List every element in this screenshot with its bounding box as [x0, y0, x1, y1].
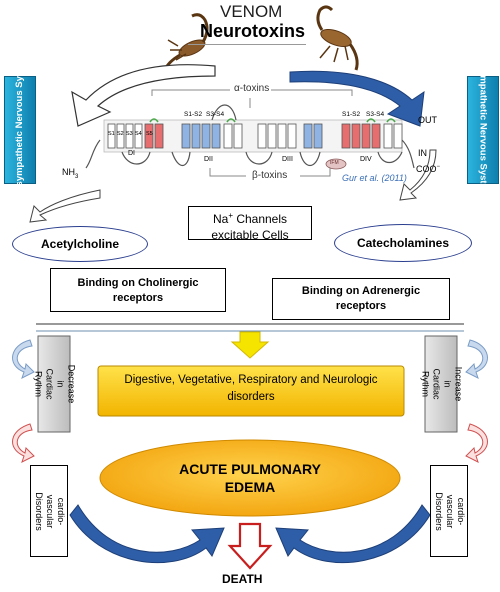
segment-label-s2: S2 — [117, 131, 124, 137]
header-underline — [188, 44, 306, 45]
na-channels-line2: excitable Cells — [211, 228, 289, 242]
left-cardio-label: cardio-vascular Disorders — [33, 491, 66, 531]
right-rect-top-wrap: Increase in Cardiac Rythm — [420, 336, 463, 432]
decrease-cardiac-label: Decrease in Cardiac Rythm — [33, 364, 76, 404]
beta-toxin-bracket — [209, 168, 331, 177]
domain-iv-segments — [341, 123, 403, 149]
yellow-down-arrow — [230, 331, 270, 359]
disorders-box — [97, 365, 405, 417]
div-s1s2-label: S1-S2 — [342, 111, 361, 118]
binding-cholinergic-box: Binding on Cholinergic receptors — [50, 268, 226, 312]
ifm-label: IFM — [330, 160, 339, 166]
venom-label: VENOM — [220, 2, 283, 21]
domain-label-dii: DII — [204, 156, 213, 163]
in-label: IN — [418, 148, 427, 158]
citation-label: Gur et al. (2011) — [342, 173, 407, 183]
domain-label-diii: DIII — [282, 156, 293, 163]
sympathetic-label: Sympathetic Nervous System — [477, 63, 489, 197]
right-cardio-box: cardio-vascular Disorders — [430, 465, 468, 557]
arrow-to-parasympathetic — [71, 64, 216, 127]
div-s3s4-label: S3-S4 — [366, 111, 385, 118]
neurotoxins-label: Neurotoxins — [200, 21, 306, 41]
left-cardio-box: cardio-vascular Disorders — [30, 465, 68, 557]
domain-i-segments — [107, 123, 164, 149]
increase-cardiac-label: Increase in Cardiac Rythm — [420, 366, 463, 402]
acetylcholine-ellipse: Acetylcholine — [12, 226, 148, 262]
domain-ii-segments — [181, 123, 243, 149]
out-label: OUT — [418, 115, 437, 125]
arrow-to-catecholamines — [399, 149, 437, 201]
right-blue-curve-arrow — [465, 339, 488, 379]
domain-iii-segments — [257, 123, 323, 149]
ifm-motif — [325, 158, 347, 170]
catecholamines-label: Catecholamines — [356, 236, 450, 250]
segment-label-s4: S4 — [135, 131, 142, 137]
alpha-toxin-bracket — [151, 89, 353, 108]
death-label: DEATH — [222, 572, 263, 586]
toxin-binding-sites — [149, 118, 396, 123]
arrow-to-acetylcholine — [29, 189, 101, 223]
alpha-toxins-label: α-toxins — [232, 83, 272, 94]
segment-label-s5: S5 — [146, 131, 153, 137]
arrow-to-sympathetic — [289, 70, 425, 127]
beta-toxins-label: β-toxins — [250, 170, 290, 181]
coo-label: COO− — [416, 164, 441, 174]
edema-line1: ACUTE PULMONARY — [179, 461, 321, 477]
domain-label-di: DI — [128, 150, 135, 157]
dii-s3s4-label: S3-S4 — [206, 111, 225, 118]
left-rect-top-wrap: Decrease in Cardiac Rythm — [33, 336, 76, 432]
left-red-curve-arrow — [12, 423, 35, 463]
disorders-label: Digestive, Vegetative, Respiratory and N… — [124, 374, 378, 403]
left-gray-rect — [37, 335, 71, 433]
parasympathetic-panel: Parasympathetic Nervous System — [4, 53, 36, 207]
right-cardio-label: cardio-vascular Disorders — [433, 491, 466, 531]
left-blue-curve-arrow — [12, 339, 35, 379]
left-big-arrow — [69, 504, 225, 564]
edema-ellipse — [99, 439, 401, 517]
death-arrow — [227, 522, 273, 570]
segment-label-s3: S3 — [126, 131, 133, 137]
dii-s1s2-label: S1-S2 — [184, 111, 203, 118]
parasympathetic-label: Parasympathetic Nervous System — [14, 53, 26, 207]
right-big-arrow — [275, 504, 431, 564]
catecholamines-ellipse: Catecholamines — [334, 224, 472, 262]
na-channels-line1: Na+ Channels — [212, 211, 288, 226]
edema-label: ACUTE PULMONARY EDEMA — [130, 460, 370, 496]
nh3-label: NH3 — [62, 167, 79, 180]
domain-label-div: DIV — [360, 156, 372, 163]
right-red-curve-arrow — [465, 423, 488, 463]
right-gray-rect — [424, 335, 458, 433]
segment-label-s1: S1 — [108, 131, 115, 137]
na-channels-box: Na+ Channels excitable Cells — [188, 206, 312, 242]
binding-adrenergic-box: Binding on Adrenergic receptors — [272, 278, 450, 320]
edema-line2: EDEMA — [224, 479, 276, 495]
acetylcholine-label: Acetylcholine — [40, 237, 120, 251]
sympathetic-panel: Sympathetic Nervous System — [467, 63, 499, 197]
scorpion-right-icon — [316, 5, 359, 71]
